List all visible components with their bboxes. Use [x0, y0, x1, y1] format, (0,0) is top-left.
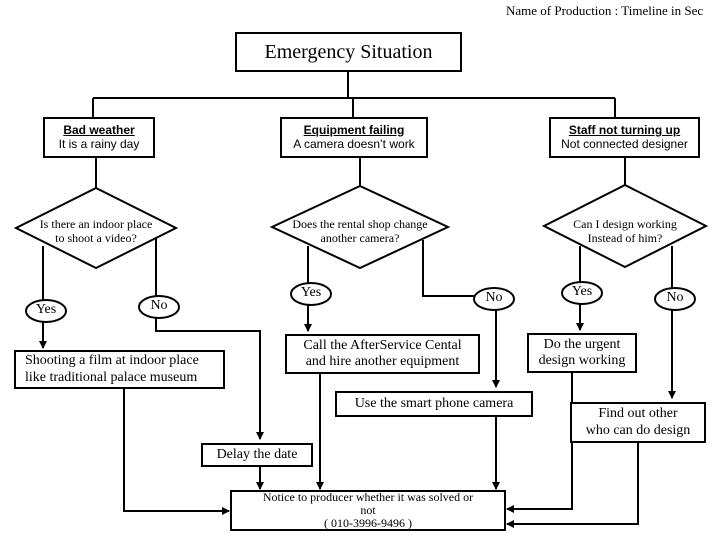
action-urgent-design: Do the urgent design working [527, 333, 637, 373]
action-indoor-shoot: Shooting a film at indoor place like tra… [14, 350, 225, 389]
action-line: Do the urgent [543, 336, 621, 352]
d2-no-label: No [485, 290, 503, 305]
title-box: Emergency Situation [235, 32, 462, 72]
question-line: Instead of him? [587, 230, 663, 245]
notice-line: Notice to producer whether it was solved… [262, 490, 474, 504]
action-smartphone-camera: Use the smart phone camera [335, 391, 533, 417]
d1-yes-oval [25, 299, 67, 323]
d1-no-line [155, 238, 264, 440]
d2-no-line [422, 240, 500, 388]
notice-line: not [360, 502, 376, 517]
action-line: Use the smart phone camera [354, 395, 514, 411]
d2-no-oval [473, 287, 515, 311]
question-line: Is there an indoor place [39, 217, 153, 231]
action-afterservice: Call the AfterService Cental and hire an… [285, 334, 480, 374]
category-staff-not-turning-up: Staff not turning up Not connected desig… [549, 117, 700, 158]
d1-no-label: No [150, 298, 168, 313]
notice-phone: ( 010-3996-9496 ) [324, 516, 412, 531]
action-line: Call the AfterService Cental [303, 337, 462, 353]
d3-no-label: No [666, 290, 684, 305]
action-line: like traditional palace museum [25, 369, 198, 385]
action-line: Delay the date [216, 446, 298, 462]
d1-no-oval [138, 295, 180, 319]
action-line: who can do design [585, 422, 691, 438]
category-desc: It is a rainy day [58, 136, 140, 151]
d3-yes-oval [561, 281, 603, 305]
question-line: to shoot a video? [55, 230, 137, 245]
category-title: Staff not turning up [568, 122, 681, 137]
header-note: Name of Production : Timeline in Sec [506, 3, 704, 18]
question-design: Can I design working Instead of him? [544, 217, 706, 246]
decision-diamond-design [541, 183, 709, 269]
question-rental: Does the rental shop change another came… [272, 217, 448, 246]
action-line: and hire another equipment [305, 354, 460, 369]
action-find-other-designer: Find out other who can do design [570, 402, 706, 443]
page-title: Emergency Situation [264, 40, 433, 63]
question-line: Does the rental shop change [292, 217, 428, 231]
question-line: Can I design working [573, 217, 677, 231]
category-title: Equipment failing [303, 122, 405, 137]
d3-yes-label: Yes [571, 284, 593, 299]
d2-yes-oval [290, 282, 332, 306]
action-line: Find out other [598, 406, 678, 422]
category-desc: A camera doesn’t work [293, 136, 415, 151]
d1-yes-label: Yes [35, 302, 57, 317]
action-line: Shooting a film at indoor place [25, 353, 199, 369]
action-line: design working [538, 353, 626, 368]
category-equipment-failing: Equipment failing A camera doesn’t work [280, 117, 428, 158]
findother-to-notice [506, 442, 639, 528]
category-title: Bad weather [63, 122, 135, 137]
question-indoor: Is there an indoor place to shoot a vide… [16, 217, 176, 246]
question-line: another camera? [320, 230, 400, 245]
d3-no-oval [654, 287, 696, 311]
action-delay-date: Delay the date [201, 443, 313, 467]
decision-diamond-indoor [13, 186, 179, 270]
d2-yes-label: Yes [300, 285, 322, 300]
decision-diamond-rental [269, 184, 451, 270]
notice-producer-box: Notice to producer whether it was solved… [230, 490, 506, 531]
indoor-to-notice [123, 388, 230, 515]
category-bad-weather: Bad weather It is a rainy day [43, 117, 155, 158]
category-desc: Not connected designer [561, 136, 688, 151]
